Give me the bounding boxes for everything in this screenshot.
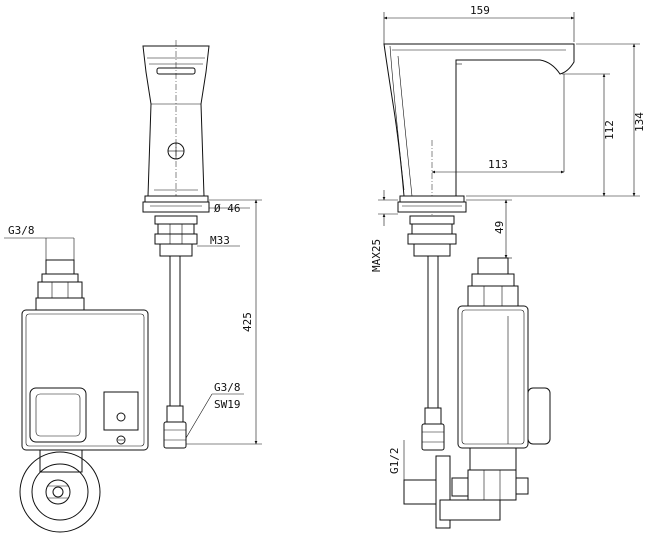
inlet-thread-label: G3/8 [8,224,35,237]
overall-height-label: 134 [633,112,646,132]
spout-reach-label: 113 [488,158,508,171]
ground-screw-icon [116,435,126,445]
front-dimensions: G3/8 Ø 46 M33 425 G3/8 SW19 [4,199,262,445]
stop-valve-front [19,449,101,533]
shank-thread-label: M33 [210,234,230,247]
hose-wrench-label: SW19 [214,398,241,411]
max-deck-label: MAX25 [370,239,383,272]
base-diameter-label: Ø 46 [214,202,241,215]
faucet-body-front [142,40,210,200]
base-and-shank-side [397,195,467,257]
control-box-side [457,257,551,449]
hose-side [421,255,445,451]
side-dimensions: 159 113 112 134 49 MAX25 [370,4,646,504]
spout-width-label: 159 [470,4,490,17]
hose-front [163,255,187,449]
outlet-height-label: 112 [603,120,616,140]
hose-length-label: 425 [241,312,254,332]
base-to-box-label: 49 [493,221,506,234]
hose-thread-label: G3/8 [214,381,241,394]
side-view: 159 113 112 134 49 MAX25 [370,4,646,529]
supply-thread-label: G1/2 [388,448,401,475]
control-box-front [21,309,149,451]
base-and-shank-front [142,195,210,257]
faucet-body-side [383,43,575,216]
stop-valve-side [403,447,529,529]
front-view: G3/8 Ø 46 M33 425 G3/8 SW19 [4,40,262,533]
inlet-fitting-front [35,259,85,311]
